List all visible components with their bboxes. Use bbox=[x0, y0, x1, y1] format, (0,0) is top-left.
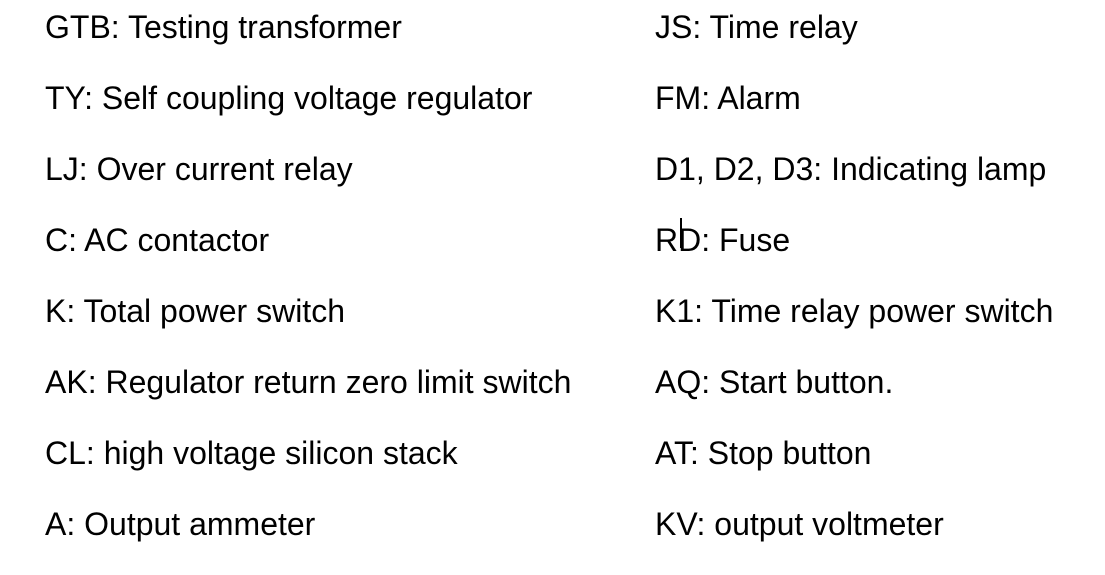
legend-item-label: K: Total power switch bbox=[45, 293, 345, 329]
legend-item-a: A: Output ammeter bbox=[45, 504, 571, 575]
legend-item-label: FM: Alarm bbox=[655, 80, 801, 116]
legend-item-label: AK: Regulator return zero limit switch bbox=[45, 364, 572, 400]
legend-item-label: KV: output voltmeter bbox=[655, 506, 944, 542]
legend-item-lj: LJ: Over current relay bbox=[45, 149, 571, 220]
legend-item-label: AT: Stop button bbox=[655, 435, 872, 471]
legend-item-ty: TY: Self coupling voltage regulator bbox=[45, 78, 571, 149]
legend-item-label: LJ: Over current relay bbox=[45, 151, 353, 187]
legend-item-label: TY: Self coupling voltage regulator bbox=[45, 80, 533, 116]
legend-item-label: A: Output ammeter bbox=[45, 506, 316, 542]
legend-item-d1-d2-d3: D1, D2, D3: Indicating lamp bbox=[655, 149, 1053, 220]
legend-item-kv: KV: output voltmeter bbox=[655, 504, 1053, 575]
legend-item-cl: CL: high voltage silicon stack bbox=[45, 433, 571, 504]
legend-item-gtb: GTB: Testing transformer bbox=[45, 7, 571, 78]
legend-item-k: K: Total power switch bbox=[45, 291, 571, 362]
legend-item-rd: RD: Fuse bbox=[655, 220, 1053, 291]
legend-item-label: K1: Time relay power switch bbox=[655, 293, 1054, 329]
legend-item-label: RD: Fuse bbox=[655, 222, 791, 258]
legend-item-fm: FM: Alarm bbox=[655, 78, 1053, 149]
legend-item-label: D1, D2, D3: Indicating lamp bbox=[655, 151, 1047, 187]
legend-item-label: C: AC contactor bbox=[45, 222, 270, 258]
legend-item-k1: K1: Time relay power switch bbox=[655, 291, 1053, 362]
legend-item-ak: AK: Regulator return zero limit switch bbox=[45, 362, 571, 433]
legend-item-aq: AQ: Start button. bbox=[655, 362, 1053, 433]
legend-item-label: AQ: Start button. bbox=[655, 364, 894, 400]
legend-item-at: AT: Stop button bbox=[655, 433, 1053, 504]
legend-item-c: C: AC contactor bbox=[45, 220, 571, 291]
legend-item-js: JS: Time relay bbox=[655, 7, 1053, 78]
text-cursor bbox=[680, 218, 682, 248]
legend-item-label: GTB: Testing transformer bbox=[45, 9, 402, 45]
legend-item-label: JS: Time relay bbox=[655, 9, 858, 45]
legend-item-label: CL: high voltage silicon stack bbox=[45, 435, 458, 471]
